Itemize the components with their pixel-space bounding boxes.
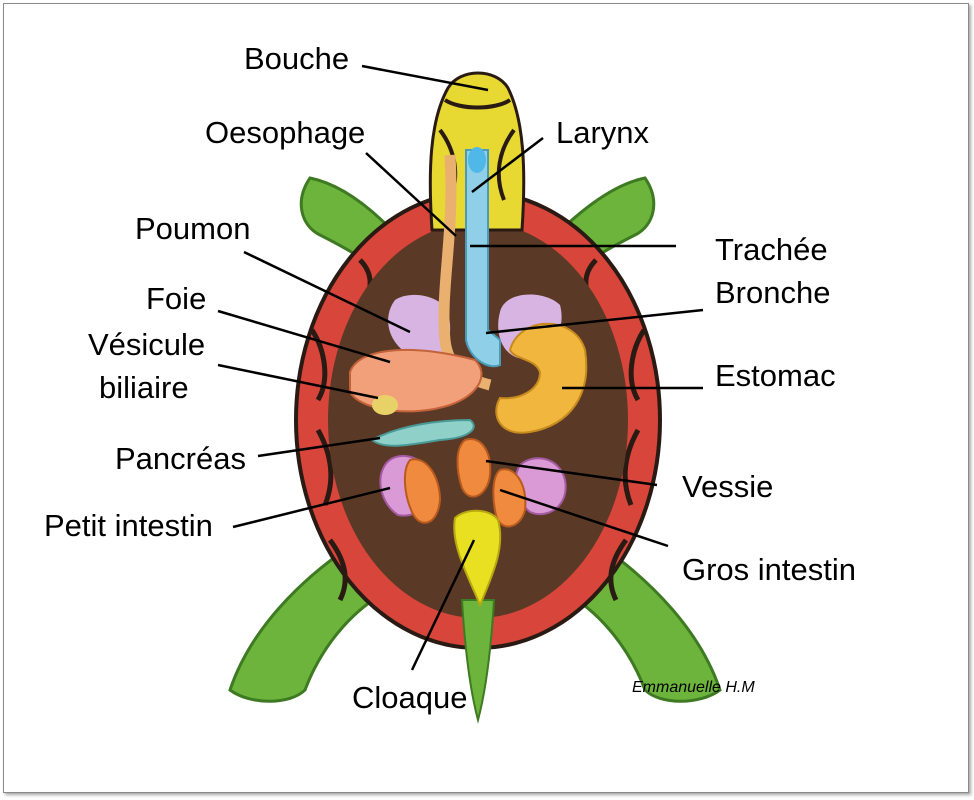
- leader-poumon: [243, 250, 411, 334]
- label-trachee: Trachée: [715, 232, 828, 267]
- gallbladder: [372, 395, 398, 415]
- larynx-shape: [468, 147, 486, 173]
- label-vessie: Vessie: [682, 469, 774, 504]
- author-signature: Emmanuelle H.M: [632, 679, 755, 696]
- leader-oesophage: [365, 152, 457, 237]
- leader-pancreas: [257, 436, 381, 458]
- leader-lines: [217, 64, 704, 671]
- label-petit-intestin: Petit intestin: [44, 508, 213, 543]
- large-intestine: [404, 458, 527, 528]
- leader-foie: [217, 309, 391, 364]
- label-foie: Foie: [146, 281, 207, 316]
- leader-vesicule: [217, 363, 379, 400]
- label-pancreas: Pancréas: [115, 441, 246, 476]
- leader-bronche: [485, 308, 704, 335]
- cloaca: [453, 509, 502, 608]
- trachea: [465, 149, 501, 368]
- label-gros-intestin: Gros intestin: [682, 552, 857, 587]
- label-larynx: Larynx: [556, 115, 650, 150]
- label-cloaque: Cloaque: [352, 680, 468, 715]
- bladder: [456, 438, 492, 498]
- leader-gros-intestin: [499, 488, 669, 548]
- label-vesicule-1: Vésicule: [88, 327, 206, 362]
- tail: [460, 599, 496, 724]
- leader-bouche: [361, 64, 489, 92]
- label-estomac: Estomac: [715, 358, 836, 393]
- leader-larynx: [471, 137, 544, 193]
- label-bouche: Bouche: [244, 41, 350, 76]
- label-oesophage: Oesophage: [205, 115, 366, 150]
- leader-vessie: [485, 459, 658, 487]
- stomach: [495, 322, 588, 434]
- left-lung: [388, 294, 451, 361]
- leader-petit-intestin: [232, 486, 391, 529]
- leader-cloaque: [410, 539, 476, 671]
- label-vesicule-2: biliaire: [99, 370, 189, 405]
- label-poumon: Poumon: [135, 211, 251, 246]
- label-bronche: Bronche: [715, 275, 831, 310]
- pancreas: [370, 418, 475, 447]
